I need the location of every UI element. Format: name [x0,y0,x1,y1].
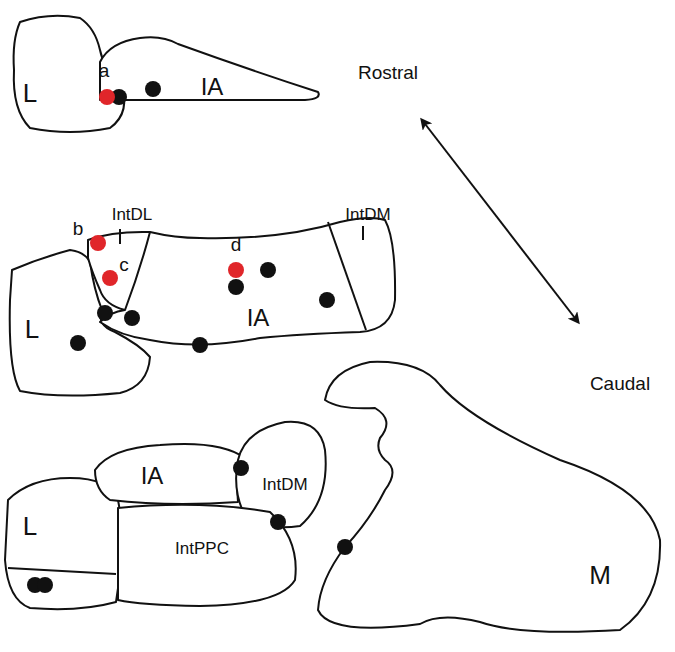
region-label: IntDM [344,205,391,224]
site-letter: d [230,234,243,255]
nucleus-region: IA [244,304,273,332]
nucleus-region: L [20,511,40,541]
site-letter: b [72,218,85,239]
region-label: IntDL [111,205,154,224]
region-name: IA [141,462,164,489]
nucleus-region: L [22,314,42,344]
direction-label: Caudal [589,373,651,394]
region-name: IA [247,304,270,331]
region-name: L [23,78,37,108]
region-name: IntPPC [175,539,229,558]
region-name: L [23,511,37,541]
nucleus-region: IntPPC [172,538,232,559]
region-name: IntDM [262,475,307,494]
nucleus-region: M [586,560,614,590]
nucleus-region: IA [198,73,227,101]
site-letter: a [98,60,111,81]
site-letter: c [118,254,130,275]
region-name: M [589,560,611,590]
direction-label: Rostral [357,62,419,83]
nucleus-region: IntDM [259,474,310,495]
nucleus-region: L [20,78,40,108]
region-name: L [25,314,39,344]
nucleus-region: IA [138,462,167,490]
region-name: IA [201,73,224,100]
